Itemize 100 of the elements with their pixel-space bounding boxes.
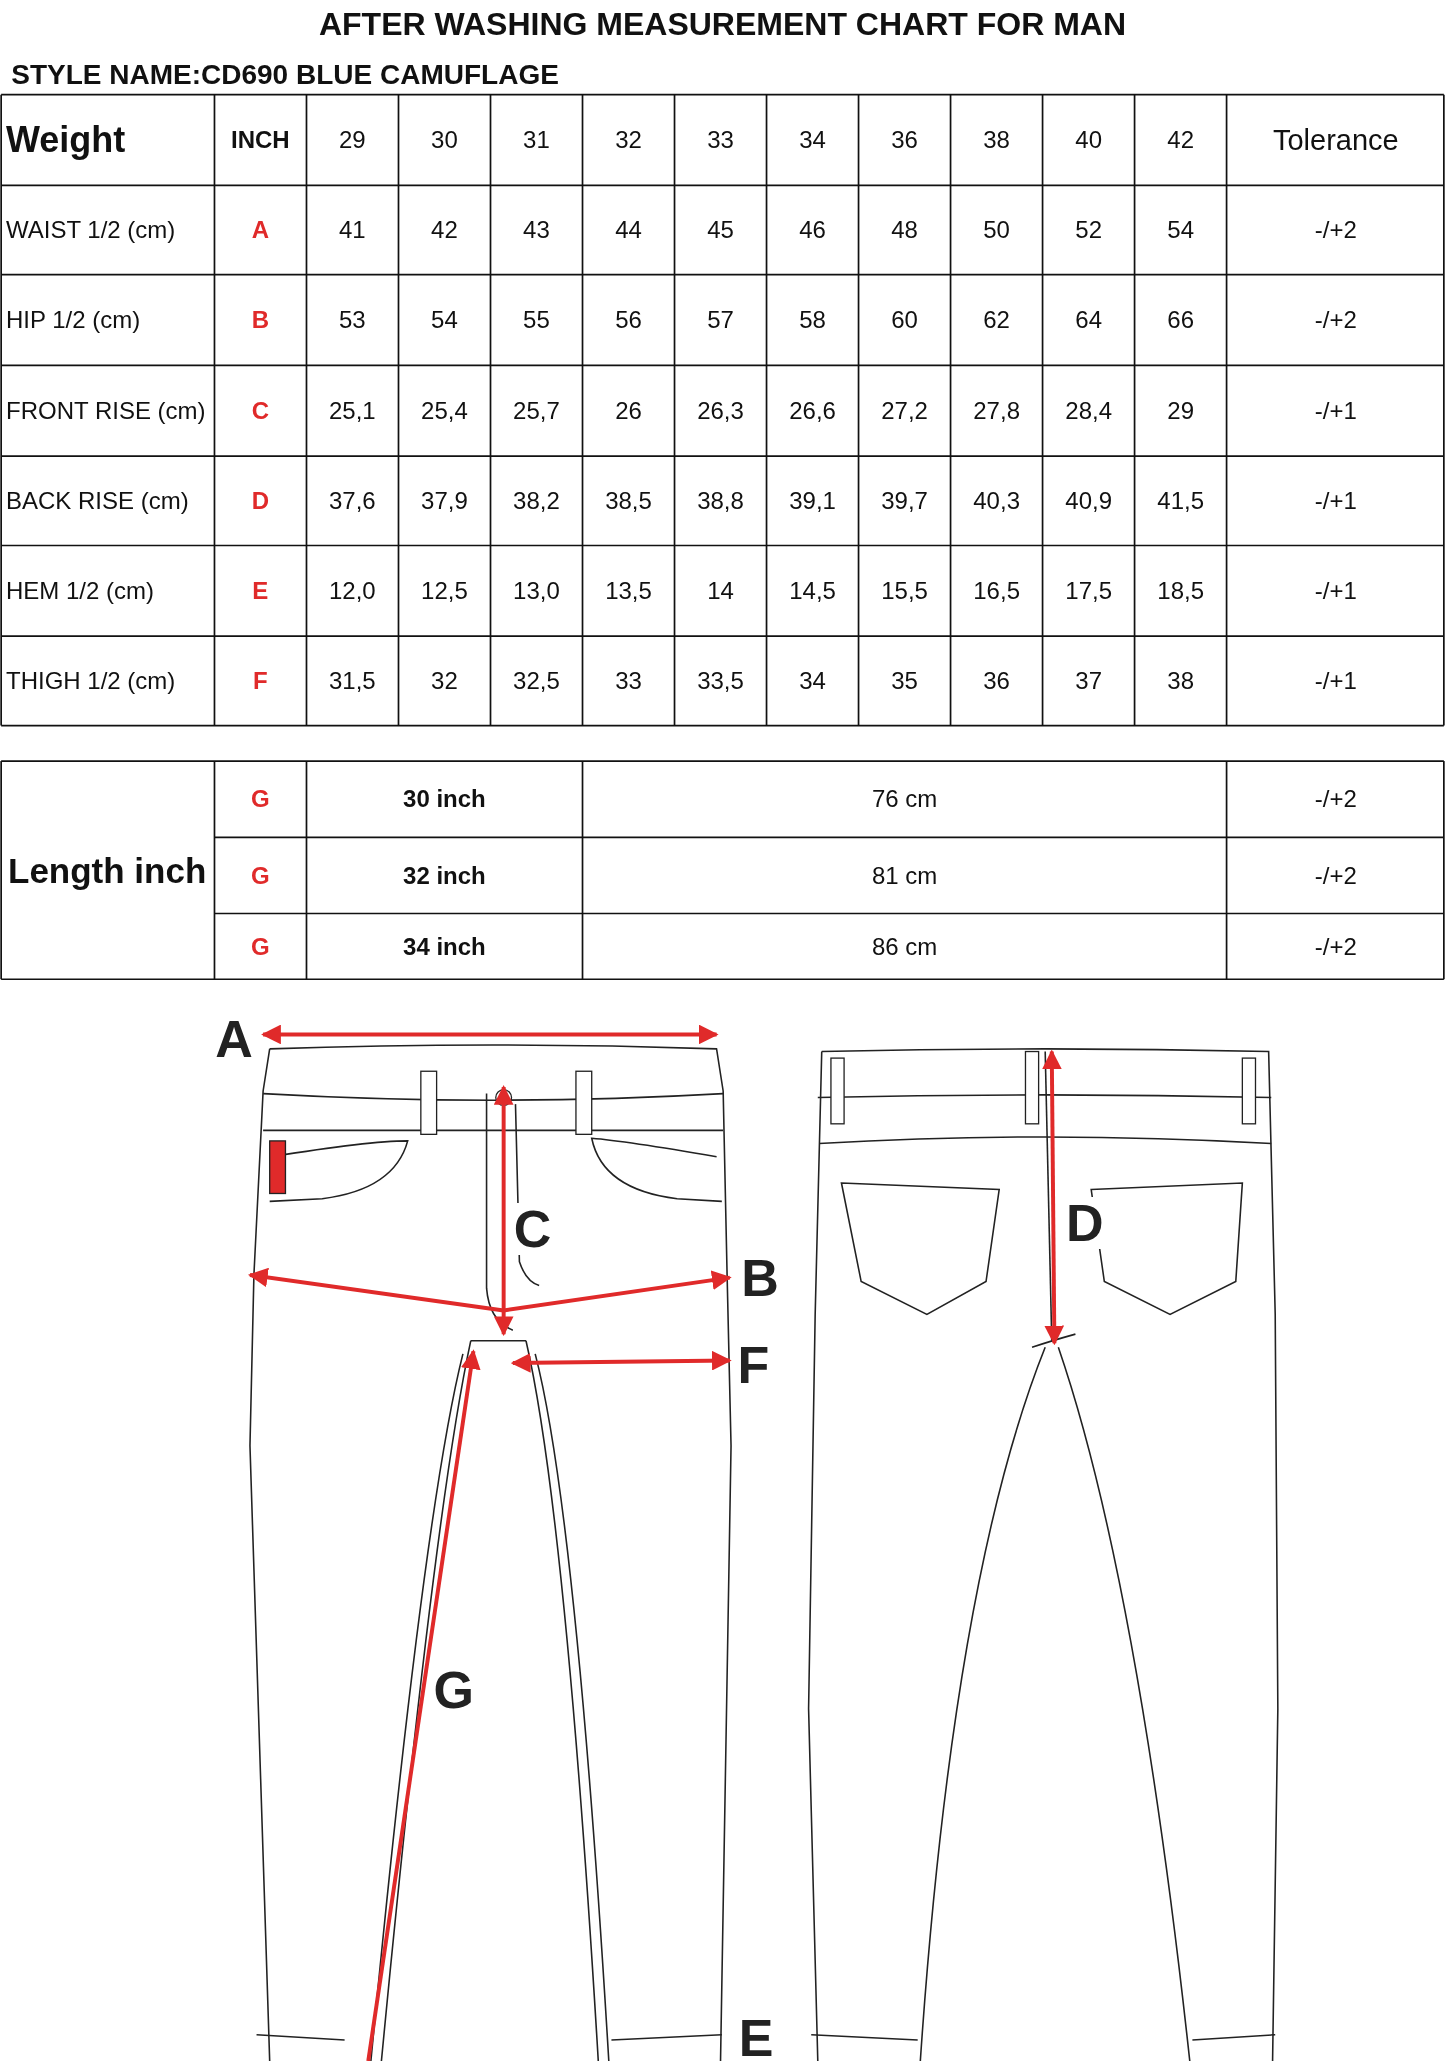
measurement-value: 32 bbox=[431, 669, 458, 694]
measurement-value: 18,5 bbox=[1157, 579, 1205, 603]
measurement-value: 41 bbox=[339, 218, 366, 243]
measurement-value: 12,5 bbox=[421, 579, 468, 603]
measure-letter: B bbox=[251, 308, 269, 333]
measurement-name: HIP 1/2 (cm) bbox=[6, 308, 141, 333]
measurement-value: 41,5 bbox=[1157, 488, 1205, 513]
measurement-value: 56 bbox=[615, 308, 642, 333]
measurement-value: 14 bbox=[707, 579, 734, 603]
measure-letter: A bbox=[251, 218, 269, 243]
measurement-value: 12,0 bbox=[329, 579, 376, 603]
measurement-value: 37,6 bbox=[329, 488, 376, 513]
length-size: 30 inch bbox=[403, 787, 486, 812]
tolerance-value: -/+2 bbox=[1314, 787, 1357, 812]
measurement-value: 46 bbox=[799, 218, 826, 243]
row-header: Length inch bbox=[8, 852, 207, 888]
measurement-value: 38,8 bbox=[697, 488, 744, 513]
measurement-value: 31,5 bbox=[329, 669, 376, 694]
measurement-value: 39,7 bbox=[881, 488, 928, 513]
measurement-value: 62 bbox=[983, 308, 1010, 333]
size-header: 36 bbox=[891, 128, 918, 152]
measurement-value: 86 cm bbox=[871, 934, 938, 959]
measurement-value: 37 bbox=[1075, 669, 1102, 694]
column-header: INCH bbox=[231, 128, 290, 152]
measurement-value: 38,5 bbox=[605, 488, 652, 513]
measure-letter: G bbox=[251, 787, 270, 812]
measurement-value: 39,1 bbox=[789, 488, 836, 513]
measurement-value: 66 bbox=[1167, 308, 1195, 333]
measurement-value: 28,4 bbox=[1065, 398, 1113, 423]
tolerance-value: -/+1 bbox=[1314, 398, 1357, 423]
measurement-value: 32,5 bbox=[513, 669, 560, 694]
tolerance-value: -/+2 bbox=[1314, 934, 1357, 959]
measurement-value: 35 bbox=[891, 669, 918, 694]
measurement-value: 40,9 bbox=[1065, 488, 1113, 513]
measurement-value: 55 bbox=[523, 308, 550, 333]
measurement-value: 57 bbox=[707, 308, 734, 333]
measurement-value: 45 bbox=[707, 218, 734, 243]
measurement-value: 43 bbox=[523, 218, 550, 243]
measurement-name: FRONT RISE (cm) bbox=[6, 398, 206, 423]
measurement-value: 60 bbox=[891, 308, 918, 333]
measurement-name: HEM 1/2 (cm) bbox=[6, 579, 154, 603]
measurement-value: 64 bbox=[1075, 308, 1102, 333]
measurement-value: 58 bbox=[799, 308, 826, 333]
size-header: 40 bbox=[1075, 128, 1102, 152]
measurement-name: BACK RISE (cm) bbox=[6, 488, 189, 513]
measurement-value: 26,6 bbox=[789, 398, 836, 423]
chart-title: AFTER WASHING MEASUREMENT CHART FOR MAN bbox=[318, 7, 1127, 40]
measurement-value: 26,3 bbox=[697, 398, 744, 423]
measurement-value: 50 bbox=[983, 218, 1010, 243]
measurement-value: 38 bbox=[1167, 669, 1195, 694]
size-header: 30 bbox=[431, 128, 458, 152]
measurement-value: 14,5 bbox=[789, 579, 836, 603]
measurement-name: THIGH 1/2 (cm) bbox=[6, 669, 176, 694]
size-header: 31 bbox=[523, 128, 550, 152]
measurement-value: 42 bbox=[431, 218, 458, 243]
measure-letter: G bbox=[251, 934, 270, 959]
tolerance-value: -/+1 bbox=[1314, 669, 1357, 694]
size-header: 38 bbox=[983, 128, 1010, 152]
measurement-value: 26 bbox=[615, 398, 642, 423]
tolerance-value: -/+2 bbox=[1314, 218, 1357, 243]
measure-letter: E bbox=[252, 579, 269, 603]
size-header: 32 bbox=[615, 128, 642, 152]
tolerance-value: -/+2 bbox=[1314, 308, 1357, 333]
tolerance-value: -/+1 bbox=[1314, 488, 1357, 513]
measurement-name: WAIST 1/2 (cm) bbox=[6, 218, 176, 243]
tolerance-value: -/+2 bbox=[1314, 863, 1357, 888]
measurement-value: 27,2 bbox=[881, 398, 928, 423]
measurement-value: 52 bbox=[1075, 218, 1102, 243]
measure-letter: F bbox=[253, 669, 268, 694]
measurement-value: 54 bbox=[431, 308, 458, 333]
measurement-value: 37,9 bbox=[421, 488, 468, 513]
measurement-value: 36 bbox=[983, 669, 1010, 694]
measure-letter: G bbox=[251, 863, 270, 888]
size-header: 34 bbox=[799, 128, 826, 152]
measurement-value: 13,5 bbox=[605, 579, 652, 603]
measurement-value: 25,7 bbox=[513, 398, 560, 423]
size-header: 42 bbox=[1167, 128, 1195, 152]
measurement-value: 25,4 bbox=[421, 398, 468, 423]
measurement-value: 29 bbox=[1167, 398, 1195, 423]
measure-letter: C bbox=[513, 1203, 552, 1256]
length-size: 32 inch bbox=[403, 863, 486, 888]
measurement-value: 53 bbox=[339, 308, 366, 333]
measurement-value: 81 cm bbox=[871, 863, 938, 888]
measurement-value: 15,5 bbox=[881, 579, 928, 603]
measurement-value: 16,5 bbox=[973, 579, 1020, 603]
column-header: Weight bbox=[6, 122, 126, 158]
measurement-value: 25,1 bbox=[329, 398, 376, 423]
length-size: 34 inch bbox=[403, 934, 486, 959]
style-name: STYLE NAME:CD690 BLUE CAMUFLAGE bbox=[11, 60, 559, 89]
measure-letter: C bbox=[251, 398, 269, 423]
measurement-value: 48 bbox=[891, 218, 918, 243]
measurement-value: 38,2 bbox=[513, 488, 560, 513]
measurement-value: 17,5 bbox=[1065, 579, 1113, 603]
size-header: 29 bbox=[339, 128, 366, 152]
measurement-value: 34 bbox=[799, 669, 826, 694]
measurement-value: 40,3 bbox=[973, 488, 1020, 513]
measurement-value: 33,5 bbox=[697, 669, 744, 694]
measurement-value: 76 cm bbox=[871, 787, 938, 812]
tolerance-value: -/+1 bbox=[1314, 579, 1357, 603]
measurement-value: 13,0 bbox=[513, 579, 560, 603]
